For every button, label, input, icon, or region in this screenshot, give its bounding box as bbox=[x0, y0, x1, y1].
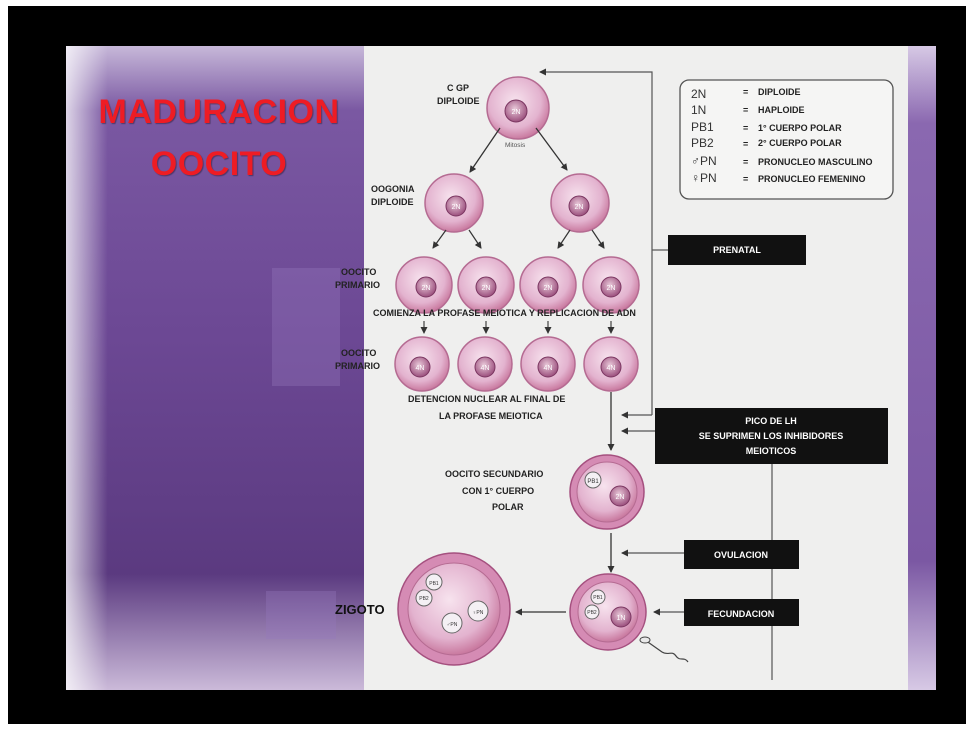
svg-text:♀PN: ♀PN bbox=[691, 171, 717, 185]
svg-text:1N: 1N bbox=[691, 103, 706, 117]
svg-text:2N: 2N bbox=[422, 285, 431, 292]
svg-text:PICO DE LH: PICO DE LH bbox=[745, 416, 797, 426]
label-zigoto: ZIGOTO bbox=[335, 602, 385, 617]
cell-oocito-secundario: 2N PB1 bbox=[569, 454, 645, 530]
box-pico-lh: PICO DE LH SE SUPRIMEN LOS INHIBIDORES M… bbox=[655, 408, 888, 464]
cell-primario2-c: 4N bbox=[520, 336, 576, 392]
svg-text:MEIOTICOS: MEIOTICOS bbox=[746, 446, 797, 456]
label-oogonia: OOGONIA bbox=[371, 184, 415, 194]
cell-zigoto: PB1 PB2 ♂PN ♀PN bbox=[397, 552, 511, 666]
label-profase: COMIENZA LA PROFASE MEIOTICA Y REPLICACI… bbox=[373, 308, 636, 318]
label-primario2: OOCITO bbox=[341, 348, 376, 358]
svg-text:PB1: PB1 bbox=[691, 120, 714, 134]
svg-text:PB2: PB2 bbox=[587, 610, 597, 616]
label-oogonia-diploide: DIPLOIDE bbox=[371, 197, 414, 207]
svg-text:2N: 2N bbox=[616, 494, 625, 501]
svg-text:2N: 2N bbox=[482, 285, 491, 292]
svg-text:PB1: PB1 bbox=[429, 581, 439, 587]
cell-fecundacion: 1N PB1 PB2 bbox=[569, 573, 689, 663]
cell-primario1-c: 2N bbox=[519, 256, 577, 314]
label-secundario-1: OOCITO SECUNDARIO bbox=[445, 469, 543, 479]
cell-primario1-b: 2N bbox=[457, 256, 515, 314]
svg-text:SE SUPRIMEN LOS INHIBIDORES: SE SUPRIMEN LOS INHIBIDORES bbox=[699, 431, 844, 441]
svg-text:=: = bbox=[743, 123, 748, 133]
svg-text:4N: 4N bbox=[481, 365, 490, 372]
svg-text:PB1: PB1 bbox=[593, 595, 603, 601]
cell-oogonia-right: 2N bbox=[550, 173, 610, 233]
svg-text:=: = bbox=[743, 174, 748, 184]
svg-text:♀PN: ♀PN bbox=[473, 610, 484, 616]
label-2n: 2N bbox=[512, 109, 521, 116]
svg-text:PRENATAL: PRENATAL bbox=[713, 245, 761, 255]
svg-text:PB2: PB2 bbox=[691, 136, 714, 150]
svg-text:OVULACION: OVULACION bbox=[714, 550, 768, 560]
cell-primario2-d: 4N bbox=[583, 336, 639, 392]
svg-text:2° CUERPO POLAR: 2° CUERPO POLAR bbox=[758, 138, 842, 148]
cell-primario1-d: 2N bbox=[582, 256, 640, 314]
box-fecundacion: FECUNDACION bbox=[684, 599, 799, 626]
svg-text:1N: 1N bbox=[617, 615, 626, 622]
svg-text:♂PN: ♂PN bbox=[447, 622, 458, 628]
label-detencion-2: LA PROFASE MEIOTICA bbox=[439, 411, 543, 421]
cell-primario1-a: 2N bbox=[395, 256, 453, 314]
label-secundario-3: POLAR bbox=[492, 502, 524, 512]
svg-text:FECUNDACION: FECUNDACION bbox=[708, 609, 775, 619]
svg-text:=: = bbox=[743, 139, 748, 149]
svg-text:2N: 2N bbox=[575, 204, 584, 211]
label-primario1-b: PRIMARIO bbox=[335, 280, 380, 290]
label-cgp-diploide: DIPLOIDE bbox=[437, 96, 480, 106]
svg-text:PRONUCLEO FEMENINO: PRONUCLEO FEMENINO bbox=[758, 174, 866, 184]
ghost-block-2 bbox=[266, 591, 336, 639]
label-cgp: C GP bbox=[447, 83, 469, 93]
ghost-block-1 bbox=[272, 268, 340, 386]
svg-text:♂PN: ♂PN bbox=[691, 154, 717, 168]
legend: 2N 1N PB1 PB2 ♂PN ♀PN = = = = = = DIPLOI… bbox=[679, 79, 894, 200]
label-primario1: OOCITO bbox=[341, 267, 376, 277]
svg-text:=: = bbox=[743, 105, 748, 115]
svg-text:HAPLOIDE: HAPLOIDE bbox=[758, 105, 805, 115]
svg-text:PRONUCLEO MASCULINO: PRONUCLEO MASCULINO bbox=[758, 157, 873, 167]
svg-text:2N: 2N bbox=[452, 204, 461, 211]
svg-text:PB1: PB1 bbox=[587, 479, 599, 485]
cell-primario2-a: 4N bbox=[394, 336, 450, 392]
label-secundario-2: CON 1° CUERPO bbox=[462, 486, 534, 496]
title-oocito: OOCITO bbox=[150, 145, 288, 183]
title-maduracion: MADURACION bbox=[98, 93, 340, 131]
svg-text:4N: 4N bbox=[416, 365, 425, 372]
svg-text:PB2: PB2 bbox=[419, 596, 429, 602]
cell-cgp: 2N bbox=[486, 76, 550, 140]
svg-text:=: = bbox=[743, 87, 748, 97]
box-ovulacion: OVULACION bbox=[684, 540, 799, 569]
label-detencion-1: DETENCION NUCLEAR AL FINAL DE bbox=[408, 394, 565, 404]
label-primario2-b: PRIMARIO bbox=[335, 361, 380, 371]
svg-text:1° CUERPO POLAR: 1° CUERPO POLAR bbox=[758, 123, 842, 133]
cell-primario2-b: 4N bbox=[457, 336, 513, 392]
left-purple-panel bbox=[66, 46, 364, 690]
svg-text:2N: 2N bbox=[607, 285, 616, 292]
svg-text:4N: 4N bbox=[607, 365, 616, 372]
svg-text:DIPLOIDE: DIPLOIDE bbox=[758, 87, 801, 97]
svg-text:2N: 2N bbox=[691, 87, 706, 101]
right-purple-strip bbox=[908, 46, 936, 690]
svg-text:2N: 2N bbox=[544, 285, 553, 292]
label-mitosis: Mitosis bbox=[505, 142, 526, 149]
cell-oogonia-left: 2N bbox=[424, 173, 484, 233]
box-prenatal: PRENATAL bbox=[668, 235, 806, 265]
svg-text:4N: 4N bbox=[544, 365, 553, 372]
svg-text:=: = bbox=[743, 157, 748, 167]
